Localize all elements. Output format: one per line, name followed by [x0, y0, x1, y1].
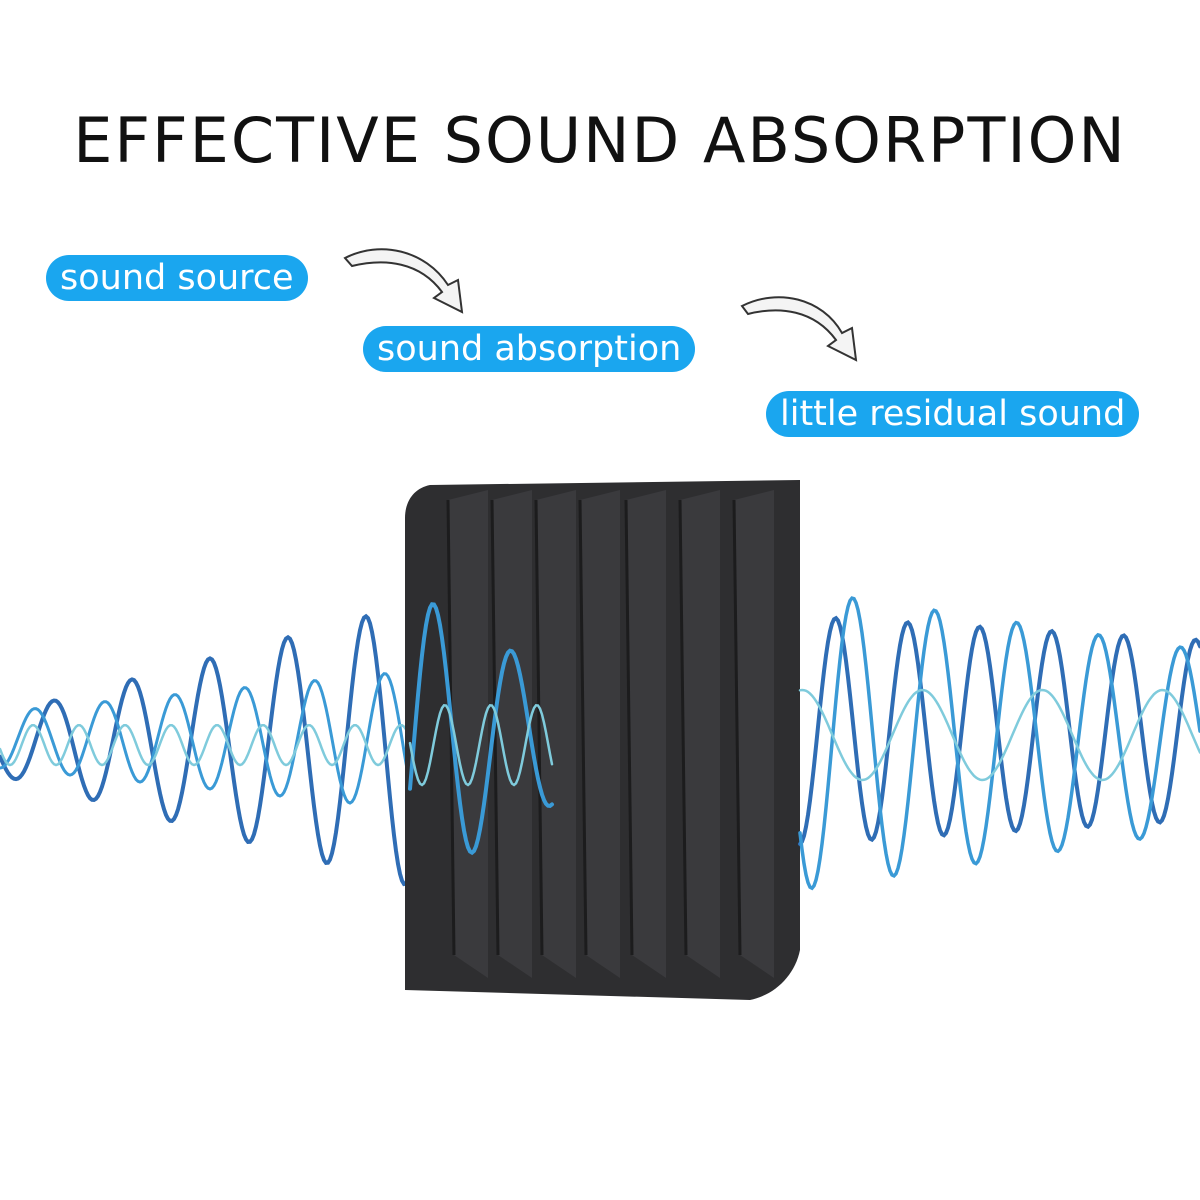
foam-wedge-edge: [578, 499, 588, 956]
foam-wedge-edge: [678, 499, 688, 956]
foam-wedge: [680, 490, 720, 978]
foam-wedge: [580, 490, 620, 978]
foam-wedge-edge: [732, 499, 742, 956]
acoustic-foam-panel: [405, 480, 800, 1000]
foam-wedge: [536, 490, 576, 978]
foam-wedge-edge: [534, 499, 544, 956]
foam-wedge-edge: [624, 499, 634, 956]
sound-wave-line: [408, 602, 554, 856]
foam-wedge: [734, 490, 774, 978]
label-little-residual-sound: little residual sound: [766, 391, 1140, 437]
sound-wave-line: [408, 703, 554, 787]
sound-wave-line: [798, 596, 1200, 891]
page-title: EFFECTIVE SOUND ABSORPTION: [73, 104, 1127, 177]
incoming-sound-waves: [0, 613, 412, 887]
foam-wedge: [448, 490, 488, 978]
sound-wave-line: [0, 613, 412, 887]
label-sound-absorption: sound absorption: [363, 326, 696, 372]
residual-sound-waves: [798, 596, 1200, 891]
label-sound-source: sound source: [46, 255, 308, 301]
sound-wave-line: [798, 688, 1200, 782]
curved-arrow-icon: [740, 296, 858, 362]
curved-arrow-icon: [343, 248, 464, 314]
sound-wave-line: [798, 615, 1200, 846]
absorbed-sound-waves: [408, 602, 554, 856]
foam-wedge: [492, 490, 532, 978]
foam-wedge: [626, 490, 666, 978]
sound-wave-line: [0, 723, 412, 767]
sound-wave-line: [0, 672, 412, 805]
